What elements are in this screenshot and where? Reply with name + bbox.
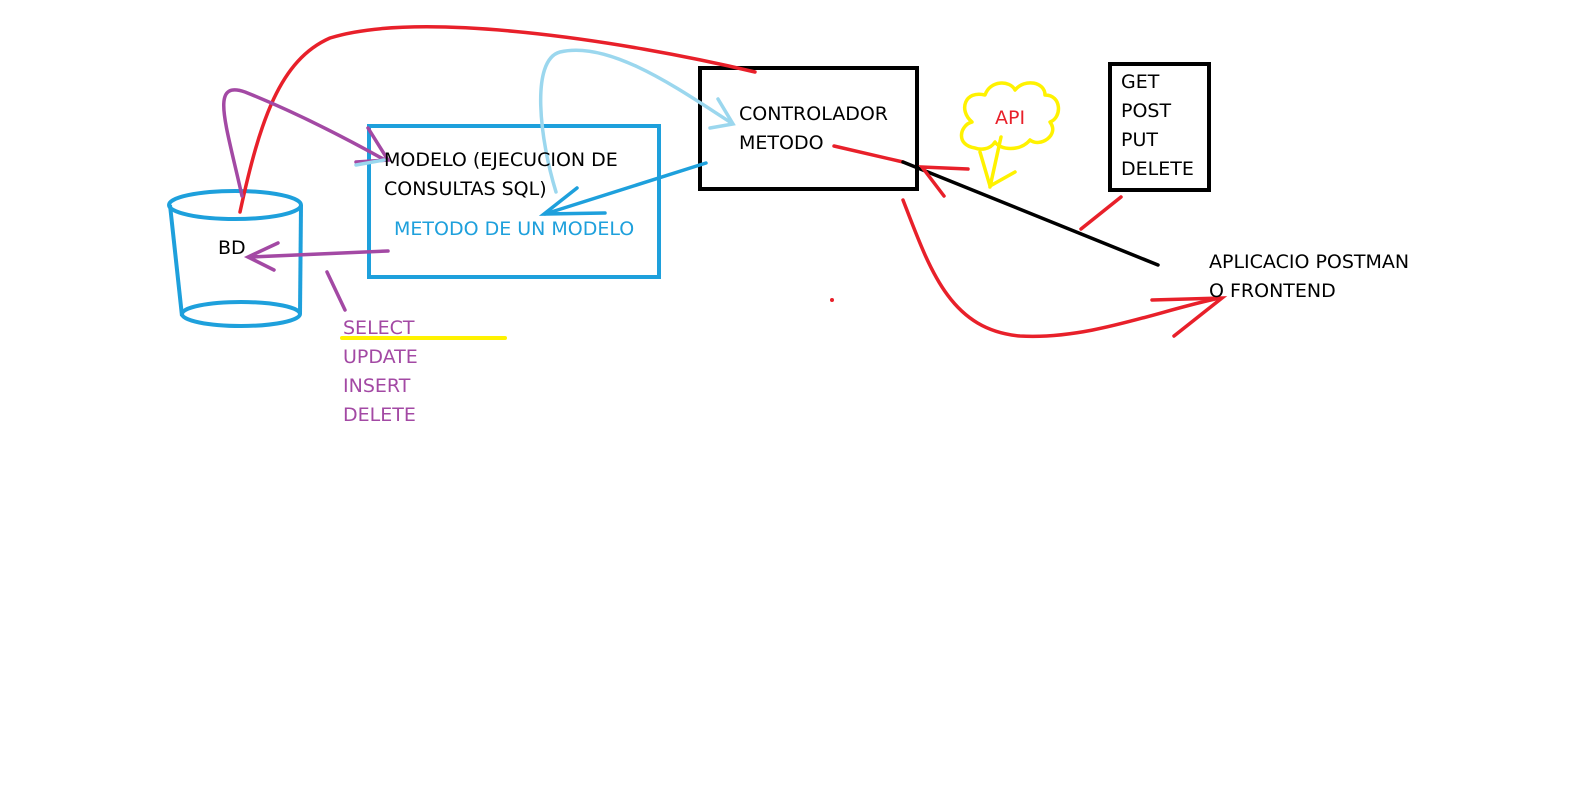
blue-arrowhead-model xyxy=(538,186,607,216)
model-box xyxy=(367,124,661,279)
http-methods-box xyxy=(1108,62,1211,192)
api-label: API xyxy=(995,107,1026,129)
model-method-label: METODO DE UN MODELO xyxy=(394,218,635,240)
sql-op-update: UPDATE xyxy=(343,346,418,368)
red-line-http-methods xyxy=(1079,195,1123,231)
client-line1: APLICACIO POSTMAN xyxy=(1209,251,1410,273)
controller-line2: METODO xyxy=(739,132,824,154)
http-method-put: PUT xyxy=(1121,129,1158,151)
red-dot xyxy=(830,298,834,302)
database-cylinder xyxy=(167,189,303,328)
red-line-metodo xyxy=(832,144,905,164)
black-line-controller-to-client xyxy=(901,160,1160,267)
lightblue-arrowhead-controller xyxy=(708,97,736,130)
controller-box xyxy=(698,66,919,191)
api-cloud-arrow xyxy=(988,135,1003,189)
purple-tick-sql xyxy=(325,270,347,312)
db-label: BD xyxy=(218,237,246,259)
controller-line1: CONTROLADOR xyxy=(739,103,889,125)
red-arrowhead-request xyxy=(918,165,970,198)
sql-op-insert: INSERT xyxy=(343,375,411,397)
lightblue-arrowhead-model xyxy=(354,158,386,167)
red-curve-bd-to-controller xyxy=(238,25,757,214)
lightblue-curve-model-to-controller xyxy=(538,48,732,194)
client-line2: O FRONTEND xyxy=(1209,280,1336,302)
blue-arrow-controller-to-model xyxy=(543,161,708,216)
api-cloud xyxy=(959,81,1061,151)
api-cloud-arrowhead xyxy=(978,150,1017,189)
http-method-post: POST xyxy=(1121,100,1172,122)
model-title-line2: CONSULTAS SQL) xyxy=(384,178,547,200)
purple-arrowhead-bd xyxy=(243,241,280,272)
purple-curve-bd-to-model xyxy=(222,88,387,198)
http-method-get: GET xyxy=(1121,71,1160,93)
red-curve-response xyxy=(901,198,1222,339)
red-arrowhead-client xyxy=(1150,296,1228,338)
sql-op-delete: DELETE xyxy=(343,404,416,426)
sql-op-select: SELECT xyxy=(343,317,415,339)
purple-arrow-model-to-bd xyxy=(248,249,390,259)
model-title-line1: MODELO (EJECUCION DE xyxy=(384,149,618,171)
http-method-delete: DELETE xyxy=(1121,158,1194,180)
